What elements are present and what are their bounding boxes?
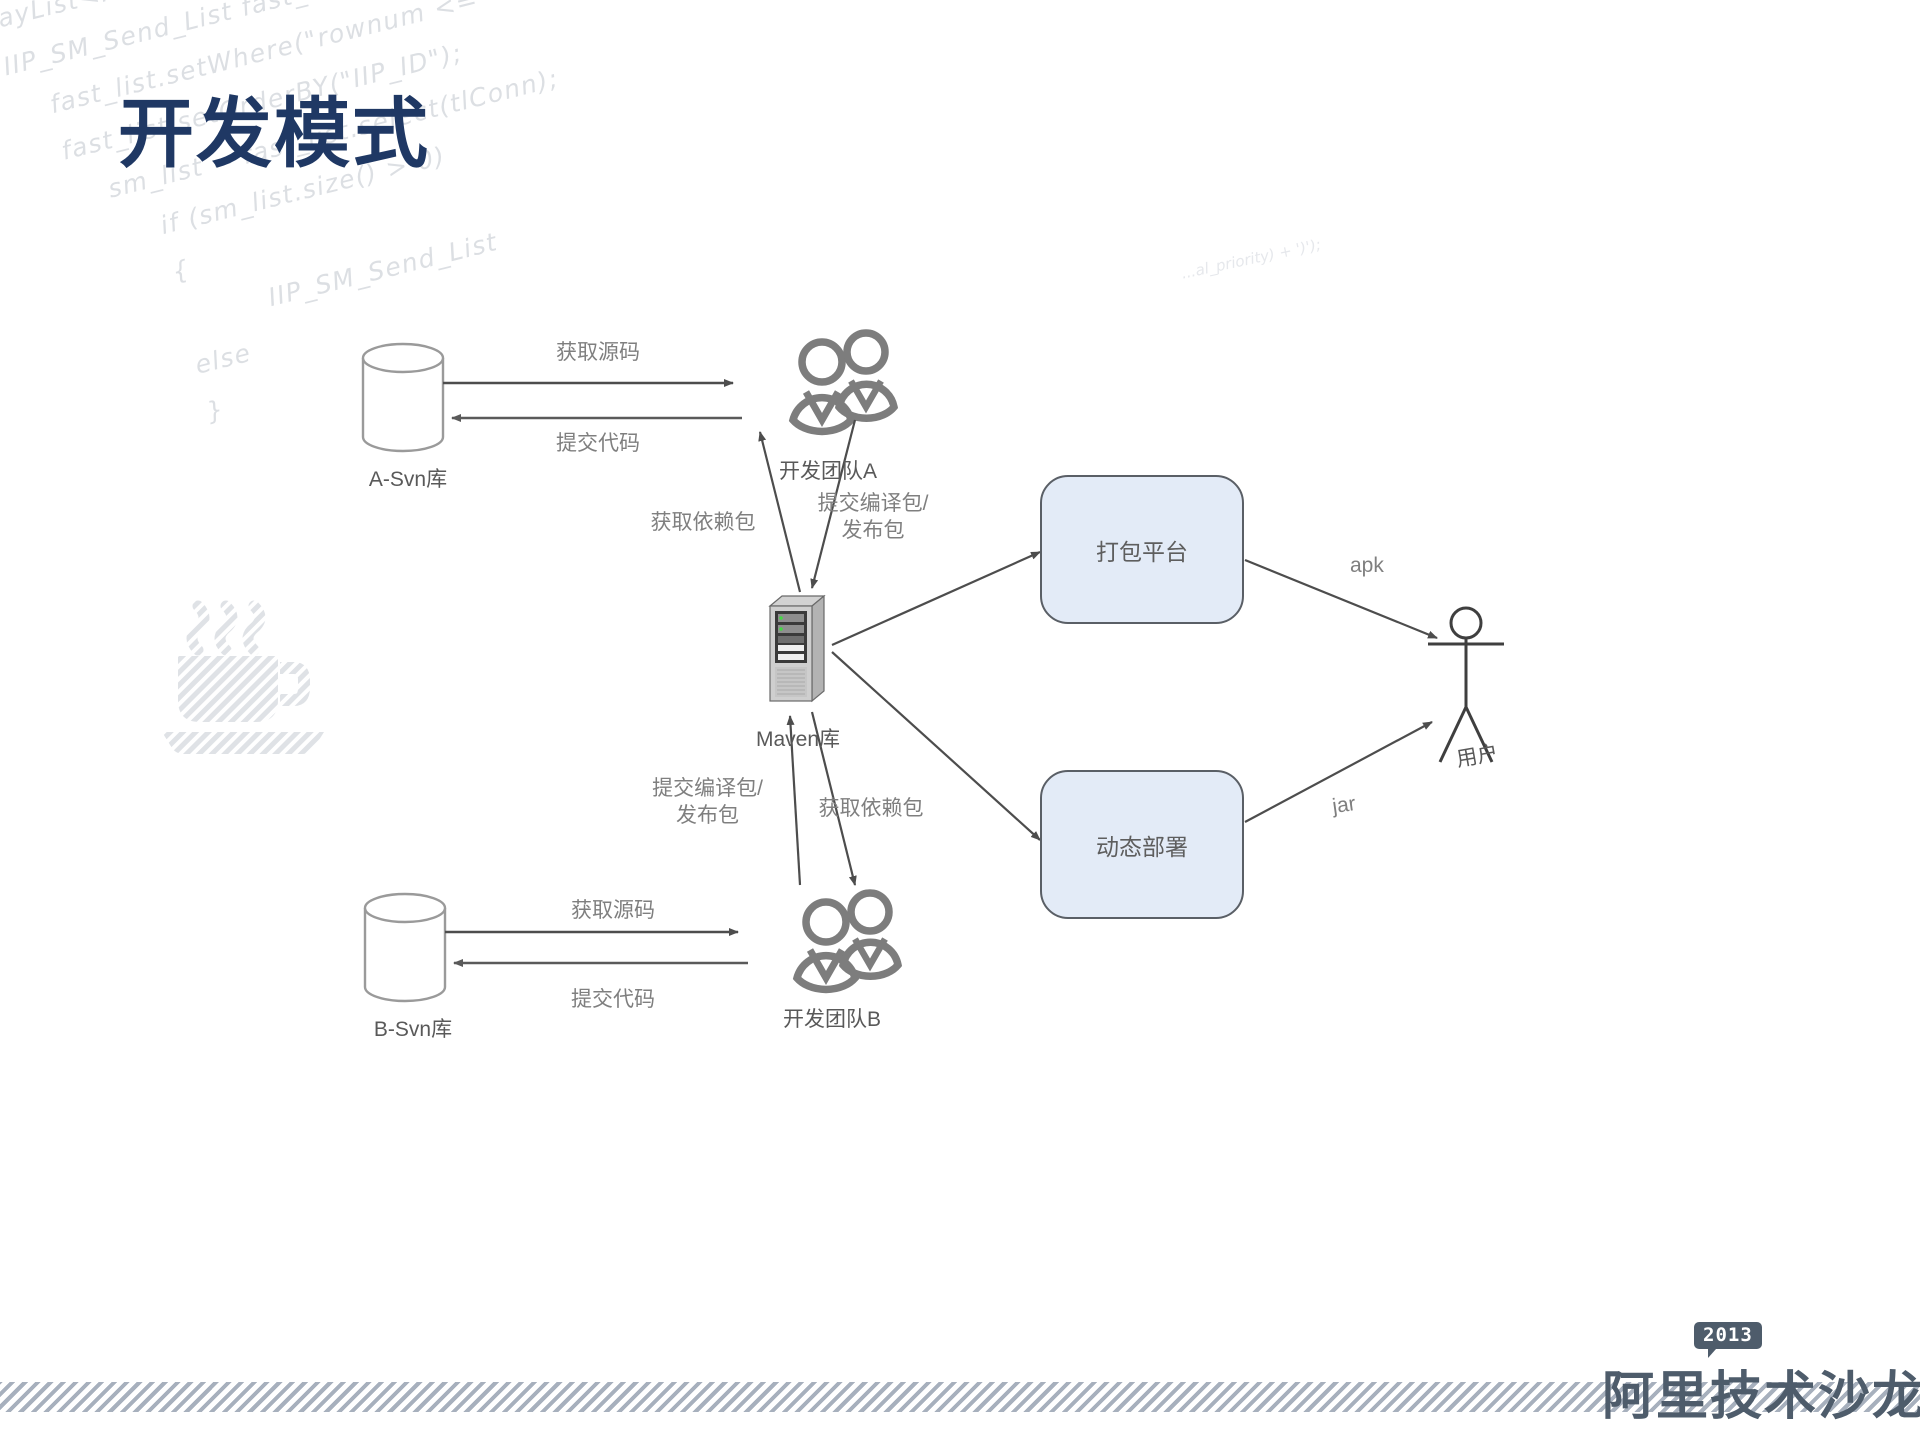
edge-label-a-fetch-dep: 获取依赖包 — [650, 511, 756, 534]
node-label-team-a: 开发团队A — [778, 460, 877, 483]
process-box-build-platform[interactable]: 打包平台 — [1040, 475, 1244, 624]
users-group-icon-b — [792, 889, 903, 994]
footer-stripe — [0, 1382, 1920, 1412]
edge-build-to-user — [1244, 558, 1438, 640]
database-cylinder-icon-b — [363, 892, 447, 1003]
brand-name: 阿里技术沙龙 — [1602, 1368, 1920, 1426]
brand-year-badge: 2013 — [1694, 1322, 1762, 1358]
process-box-build-platform-label: 打包平台 — [1096, 538, 1188, 565]
edge-a-fetch-dep — [758, 431, 802, 593]
edge-label-a-publish-line2: 发布包 — [841, 519, 905, 542]
node-label-team-b: 开发团队B — [782, 1008, 881, 1031]
edge-maven-to-deploy — [831, 651, 1041, 841]
users-group-icon-a — [788, 329, 899, 436]
edge-label-b-fetch-dep: 获取依赖包 — [818, 797, 924, 820]
edge-a-publish — [810, 419, 857, 589]
node-label-maven: Maven库 — [755, 728, 841, 751]
edge-b-fetch-dep — [810, 711, 857, 886]
database-cylinder-icon-a — [361, 342, 445, 453]
actor-stick-figure-icon — [1428, 606, 1504, 763]
edge-label-b-publish-line2: 发布包 — [676, 804, 739, 827]
process-box-dynamic-deploy-label: 动态部署 — [1096, 833, 1188, 860]
edge-b-publish — [786, 715, 802, 886]
server-tower-icon — [768, 594, 826, 703]
edge-label-b-publish: 提交编译包/ 发布包 — [620, 775, 795, 829]
edge-maven-to-build — [831, 550, 1041, 647]
edge-label-build-to-user: apk — [1350, 554, 1384, 577]
node-label-svn-a: A-Svn库 — [368, 468, 448, 491]
process-box-dynamic-deploy[interactable]: 动态部署 — [1040, 770, 1244, 919]
edge-label-a-commit-code: 提交代码 — [556, 432, 640, 455]
edge-label-a-publish: 提交编译包/ 发布包 — [788, 490, 958, 544]
brand-logo: 2013 阿里技术沙龙 — [1602, 1322, 1920, 1426]
edge-label-b-fetch-source: 获取源码 — [571, 899, 655, 922]
page-title: 开发模式 — [118, 92, 430, 177]
edge-deploy-to-user — [1244, 721, 1433, 823]
edge-label-b-commit-code: 提交代码 — [571, 988, 655, 1011]
edge-label-a-fetch-source: 获取源码 — [556, 341, 640, 364]
edge-label-a-publish-line1: 提交编译包/ — [817, 492, 929, 515]
node-label-svn-b: B-Svn库 — [373, 1018, 453, 1041]
edge-label-b-publish-line1: 提交编译包/ — [652, 777, 763, 800]
